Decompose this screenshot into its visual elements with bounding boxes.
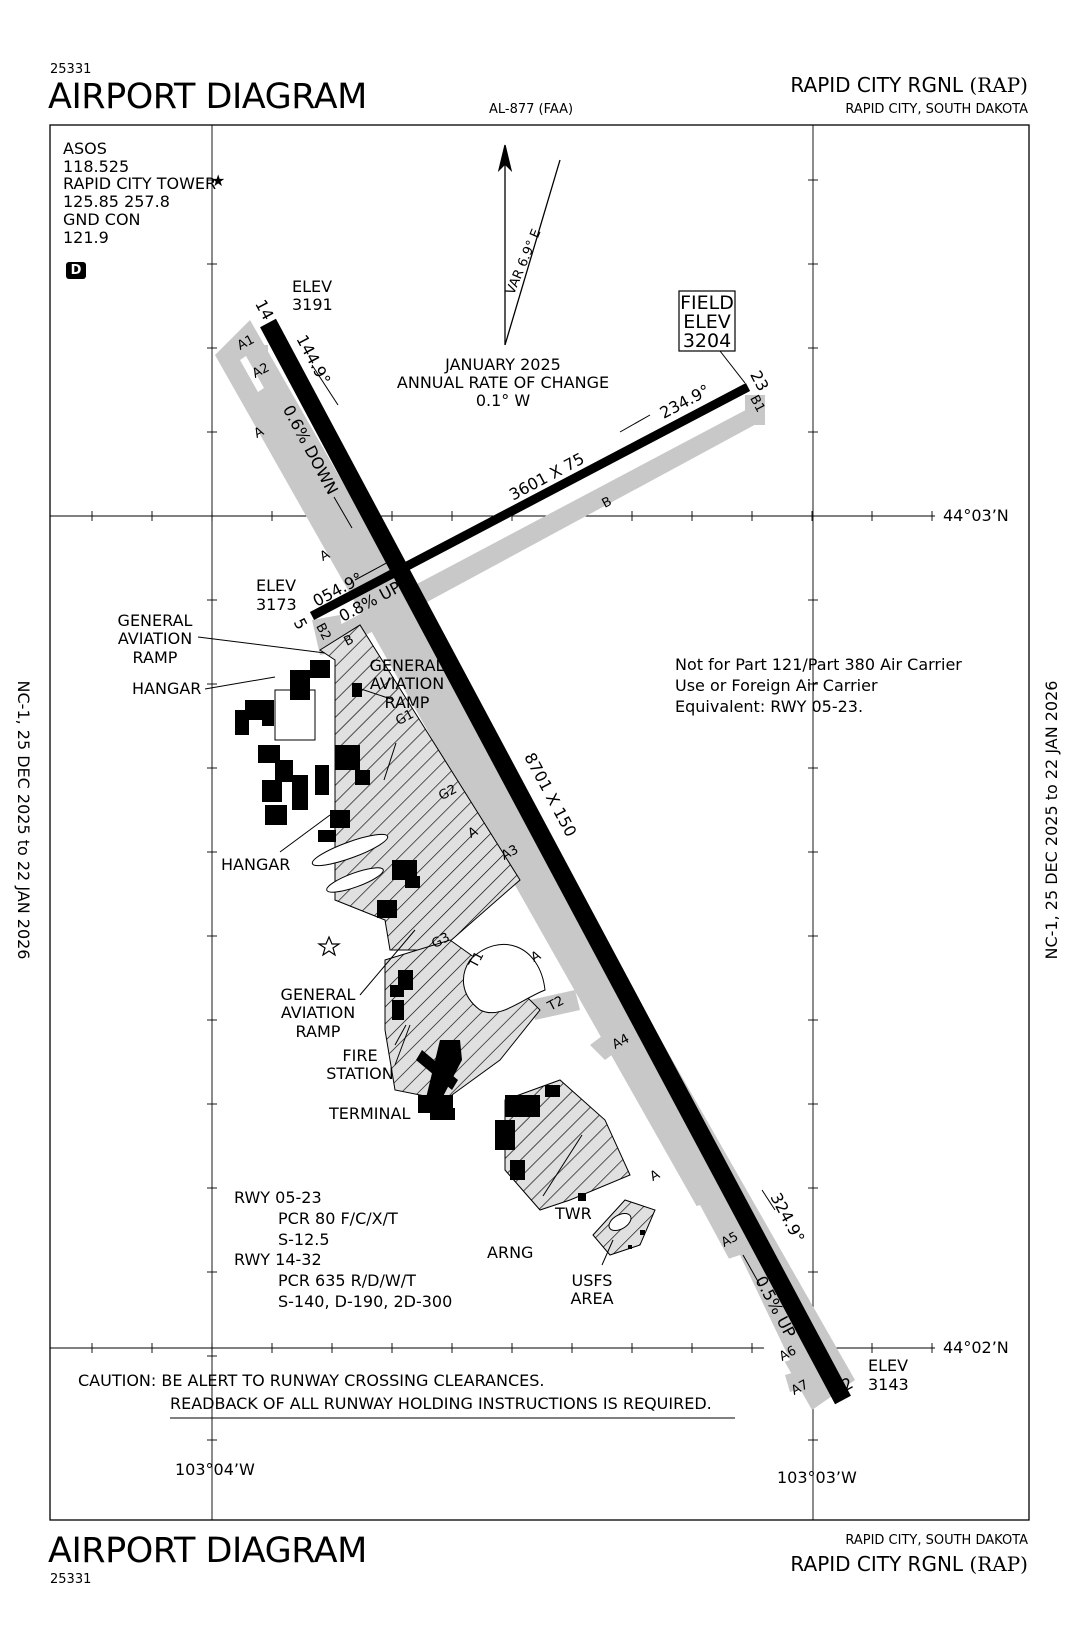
elev-14-value: 3191 [292,295,333,314]
elev-32-value: 3143 [868,1375,909,1394]
hangar-label-1: HANGAR [132,679,202,698]
fire-station-line: FIRE [342,1046,378,1065]
twr-label: TWR [555,1204,592,1223]
usfs-line: AREA [570,1289,614,1309]
ga-ramp-line: RAMP [132,647,178,667]
chart-number-top: 25331 [50,62,92,77]
hotspot-star-icon [317,935,341,957]
note-line: Use or Foreign Air Carrier [675,675,878,695]
pcr-line: S-140, D-190, 2D-300 [278,1291,453,1311]
caution-line-1: CAUTION: BE ALERT TO RUNWAY CROSSING CLE… [78,1371,545,1390]
field-elev-leader [719,350,746,384]
usfs-line: USFS [571,1271,613,1290]
ga-ramp-line: GENERAL [280,985,356,1004]
north-arrow-icon [497,144,561,346]
ga-ramp-line: GENERAL [117,611,193,630]
fire-station-label: FIRE STATION [326,1046,394,1084]
asos-label: ASOS [63,139,107,158]
field-elev-box [678,290,736,352]
taxiway-cutouts [240,356,790,1366]
elev-14-label: ELEV [292,277,333,296]
note-line: Not for Part 121/Part 380 Air Carrier [675,655,962,674]
lon-east: 103°03’W [777,1468,857,1487]
chart-title-top: AIRPORT DIAGRAM [48,77,367,117]
airspace-class-d-icon: D [66,262,86,279]
fire-station-line: STATION [326,1064,394,1084]
field-elev-value: 3204 [682,330,732,352]
asos-freq: 118.525 [63,157,130,176]
tower-label: RAPID CITY TOWER [63,174,217,193]
airport-id-text: (RAP) [969,73,1028,97]
pcr-line: PCR 80 F/C/X/T [278,1208,398,1228]
runway-14-32 [260,318,851,1405]
gnd-label: GND CON [63,210,141,229]
apron-islands [274,689,632,1232]
elev-32-label: ELEV [868,1356,909,1375]
lat-south: 44°02’N [943,1338,1009,1357]
ga-ramp-label-1: GENERAL AVIATION RAMP [117,611,193,667]
lat-north: 44°03’N [943,506,1009,525]
mag-rate-label: ANNUAL RATE OF CHANGE [396,373,610,392]
terminal-label: TERMINAL [329,1104,411,1123]
air-carrier-note: Not for Part 121/Part 380 Air Carrier Us… [675,655,962,717]
lon-west: 103°04’W [175,1460,255,1479]
pcr-line: PCR 635 R/D/W/T [278,1271,416,1291]
note-line: Equivalent: RWY 05-23. [675,696,864,716]
chart-number-bottom: 25331 [50,1572,92,1587]
ga-ramp-line: GENERAL [369,656,445,675]
caution-line-2: READBACK OF ALL RUNWAY HOLDING INSTRUCTI… [170,1394,712,1413]
pcr-line: RWY 14-32 [234,1250,322,1270]
city-state-top: RAPID CITY, SOUTH DAKOTA [845,102,1028,117]
elev-5-label: ELEV [256,576,297,595]
ga-ramp-line: AVIATION [369,674,445,694]
graticule-ticks [91,179,933,1441]
hangar-label-2: HANGAR [221,855,291,874]
runway-5-23 [309,383,751,620]
airport-name-text: RAPID CITY RGNL [790,1552,964,1576]
field-elev-label1: FIELD [680,292,734,314]
pcr-line: S-12.5 [278,1229,330,1249]
pcr-note: RWY 05-23 PCR 80 F/C/X/T S-12.5 RWY 14-3… [234,1188,452,1313]
gnd-freq: 121.9 [63,228,109,247]
airport-name-bottom: RAPID CITY RGNL (RAP) [790,1554,1028,1574]
ga-ramp-line: RAMP [384,692,430,712]
buildings [235,660,645,1249]
procedure-id: AL-877 (FAA) [489,102,574,117]
usfs-area-label: USFS AREA [570,1271,614,1309]
city-state-bottom: RAPID CITY, SOUTH DAKOTA [845,1533,1028,1548]
ga-ramp-line: AVIATION [280,1003,356,1023]
chart-title-bottom: AIRPORT DIAGRAM [48,1531,367,1571]
airport-name-top: RAPID CITY RGNL (RAP) [790,75,1028,95]
ga-ramp-label-2: GENERAL AVIATION RAMP [369,656,445,712]
ga-ramp-line: AVIATION [117,629,193,649]
heading-arrows [311,364,776,1286]
airport-name-text: RAPID CITY RGNL [790,73,964,97]
ga-ramp-label-3: GENERAL AVIATION RAMP [280,985,356,1041]
mag-rate-value: 0.1° W [475,391,531,410]
leader-lines [170,636,735,1419]
elev-5-value: 3173 [256,595,297,614]
tower-star-icon: ★ [211,171,226,190]
tower-freq: 125.85 257.8 [63,192,170,211]
mag-date: JANUARY 2025 [445,355,561,374]
arng-label: ARNG [487,1243,534,1262]
chart-frame [49,124,1030,1521]
field-elev-label2: ELEV [683,311,731,333]
airport-id-text: (RAP) [969,1552,1028,1576]
ga-ramp-line: RAMP [295,1021,341,1041]
pcr-line: RWY 05-23 [234,1188,322,1207]
